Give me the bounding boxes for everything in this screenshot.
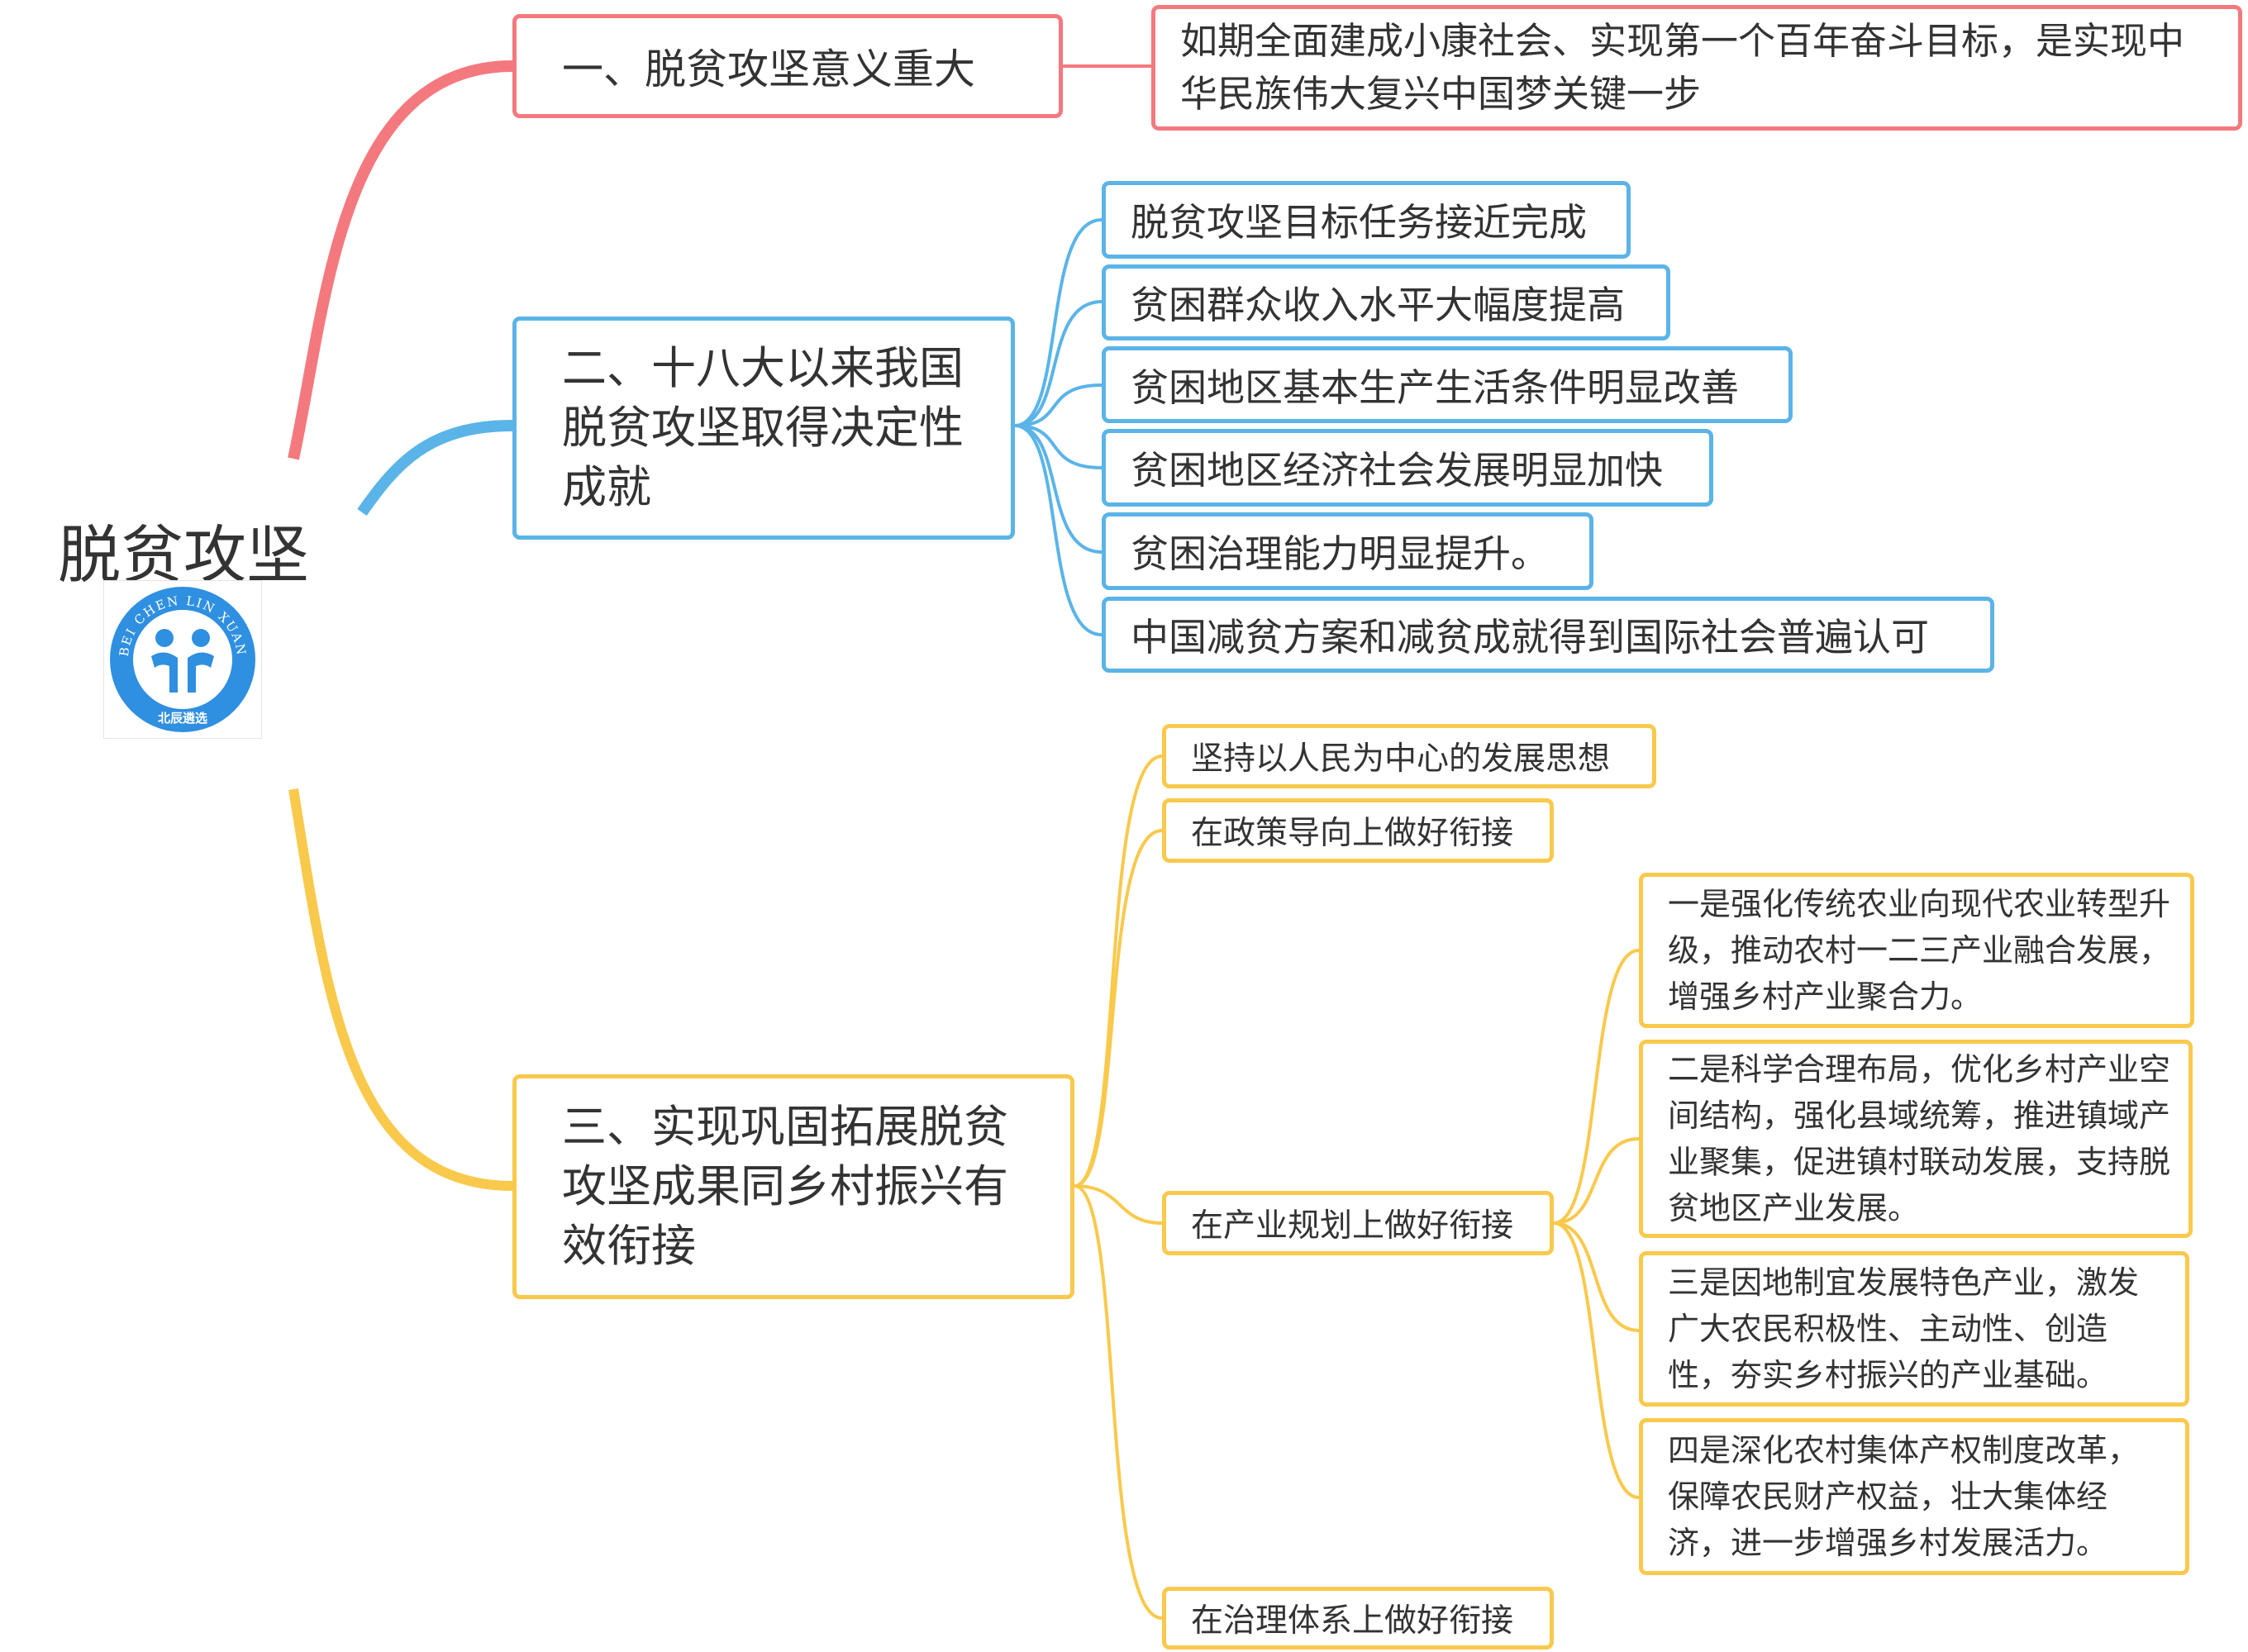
branch3-child-label: 在治理体系上做好衔接 [1191,1602,1514,1640]
svg-text:北辰遴选: 北辰遴选 [158,711,207,726]
branch3-label: 三、实现巩固拓展脱贫攻坚成果同乡村振兴有效衔接 [562,1101,1008,1272]
branch2-child-label: 贫困地区基本生产生活条件明显改善 [1131,364,1739,410]
branch1-node[interactable]: 一、脱贫攻坚意义重大 [512,14,1063,118]
branch3-child-1[interactable]: 坚持以人民为中心的发展思想 [1162,724,1656,788]
branch2-child-1[interactable]: 脱贫攻坚目标任务接近完成 [1102,181,1631,259]
branch3-child-label: 在政策导向上做好衔接 [1191,815,1514,852]
branch1-child-label: 如期全面建成小康社会、实现第一个百年奋斗目标，是实现中华民族伟大复兴中国梦关键一… [1180,19,2185,116]
logo-icon: BEI CHEN LIN XUAN 北辰遴选 [103,580,262,739]
branch2-child-2[interactable]: 贫困群众收入水平大幅度提高 [1102,264,1670,340]
branch2-child-4[interactable]: 贫困地区经济社会发展明显加快 [1102,429,1713,507]
industry-detail-label: 三是因地制宜发展特色产业，激发广大农民积极性、主动性、创造性，夯实乡村振兴的产业… [1668,1264,2140,1393]
branch1-root-link [288,60,513,460]
branch2-label: 二、十八大以来我国脱贫攻坚取得决定性成就 [562,342,964,513]
branch2-child-label: 贫困治理能力明显提升。 [1131,531,1549,576]
industry-sub-links [1553,949,1640,1499]
industry-detail-label: 四是深化农村集体产权制度改革，保障农民财产权益，壮大集体经济，进一步增强乡村发展… [1668,1432,2140,1561]
branch2-child-label: 脱贫攻坚目标任务接近完成 [1131,200,1587,245]
branch2-node[interactable]: 二、十八大以来我国脱贫攻坚取得决定性成就 [512,317,1015,540]
industry-detail-2[interactable]: 二是科学合理布局，优化乡村产业空间结构，强化县域统筹，推进镇域产业聚集，促进镇村… [1639,1040,2193,1238]
branch2-child-label: 贫困地区经济社会发展明显加快 [1131,448,1663,493]
branch3-root-link [288,788,513,1191]
branch3-child-4[interactable]: 在治理体系上做好衔接 [1162,1587,1554,1650]
branch3-child-label: 坚持以人民为中心的发展思想 [1191,740,1611,778]
branch2-child-label: 贫困群众收入水平大幅度提高 [1131,283,1625,327]
branch2-child-label: 中国减贫方案和减贫成就得到国际社会普遍认可 [1131,615,1929,659]
branch3-child-links [1074,755,1163,1620]
branch1-label: 一、脱贫攻坚意义重大 [562,45,975,93]
branch2-child-links [1014,218,1103,636]
industry-detail-3[interactable]: 三是因地制宜发展特色产业，激发广大农民积极性、主动性、创造性，夯实乡村振兴的产业… [1639,1251,2189,1407]
branch2-root-link [357,420,513,517]
branch2-child-5[interactable]: 贫困治理能力明显提升。 [1102,512,1593,590]
branch3-node[interactable]: 三、实现巩固拓展脱贫攻坚成果同乡村振兴有效衔接 [512,1074,1074,1299]
branch1-child-node[interactable]: 如期全面建成小康社会、实现第一个百年奋斗目标，是实现中华民族伟大复兴中国梦关键一… [1151,5,2242,131]
branch3-child-label: 在产业规划上做好衔接 [1191,1207,1514,1245]
industry-detail-1[interactable]: 一是强化传统农业向现代农业转型升级，推动农村一二三产业融合发展，增强乡村产业聚合… [1639,873,2194,1028]
industry-detail-4[interactable]: 四是深化农村集体产权制度改革，保障农民财产权益，壮大集体经济，进一步增强乡村发展… [1639,1418,2189,1575]
branch2-child-3[interactable]: 贫困地区基本生产生活条件明显改善 [1102,346,1793,423]
branch3-child-3[interactable]: 在产业规划上做好衔接 [1162,1191,1554,1255]
branch2-child-6[interactable]: 中国减贫方案和减贫成就得到国际社会普遍认可 [1102,597,1994,673]
industry-detail-label: 一是强化传统农业向现代农业转型升级，推动农村一二三产业融合发展，增强乡村产业聚合… [1668,886,2171,1015]
industry-detail-label: 二是科学合理布局，优化乡村产业空间结构，强化县域统筹，推进镇域产业聚集，促进镇村… [1668,1051,2171,1226]
branch3-child-2[interactable]: 在政策导向上做好衔接 [1162,798,1554,863]
